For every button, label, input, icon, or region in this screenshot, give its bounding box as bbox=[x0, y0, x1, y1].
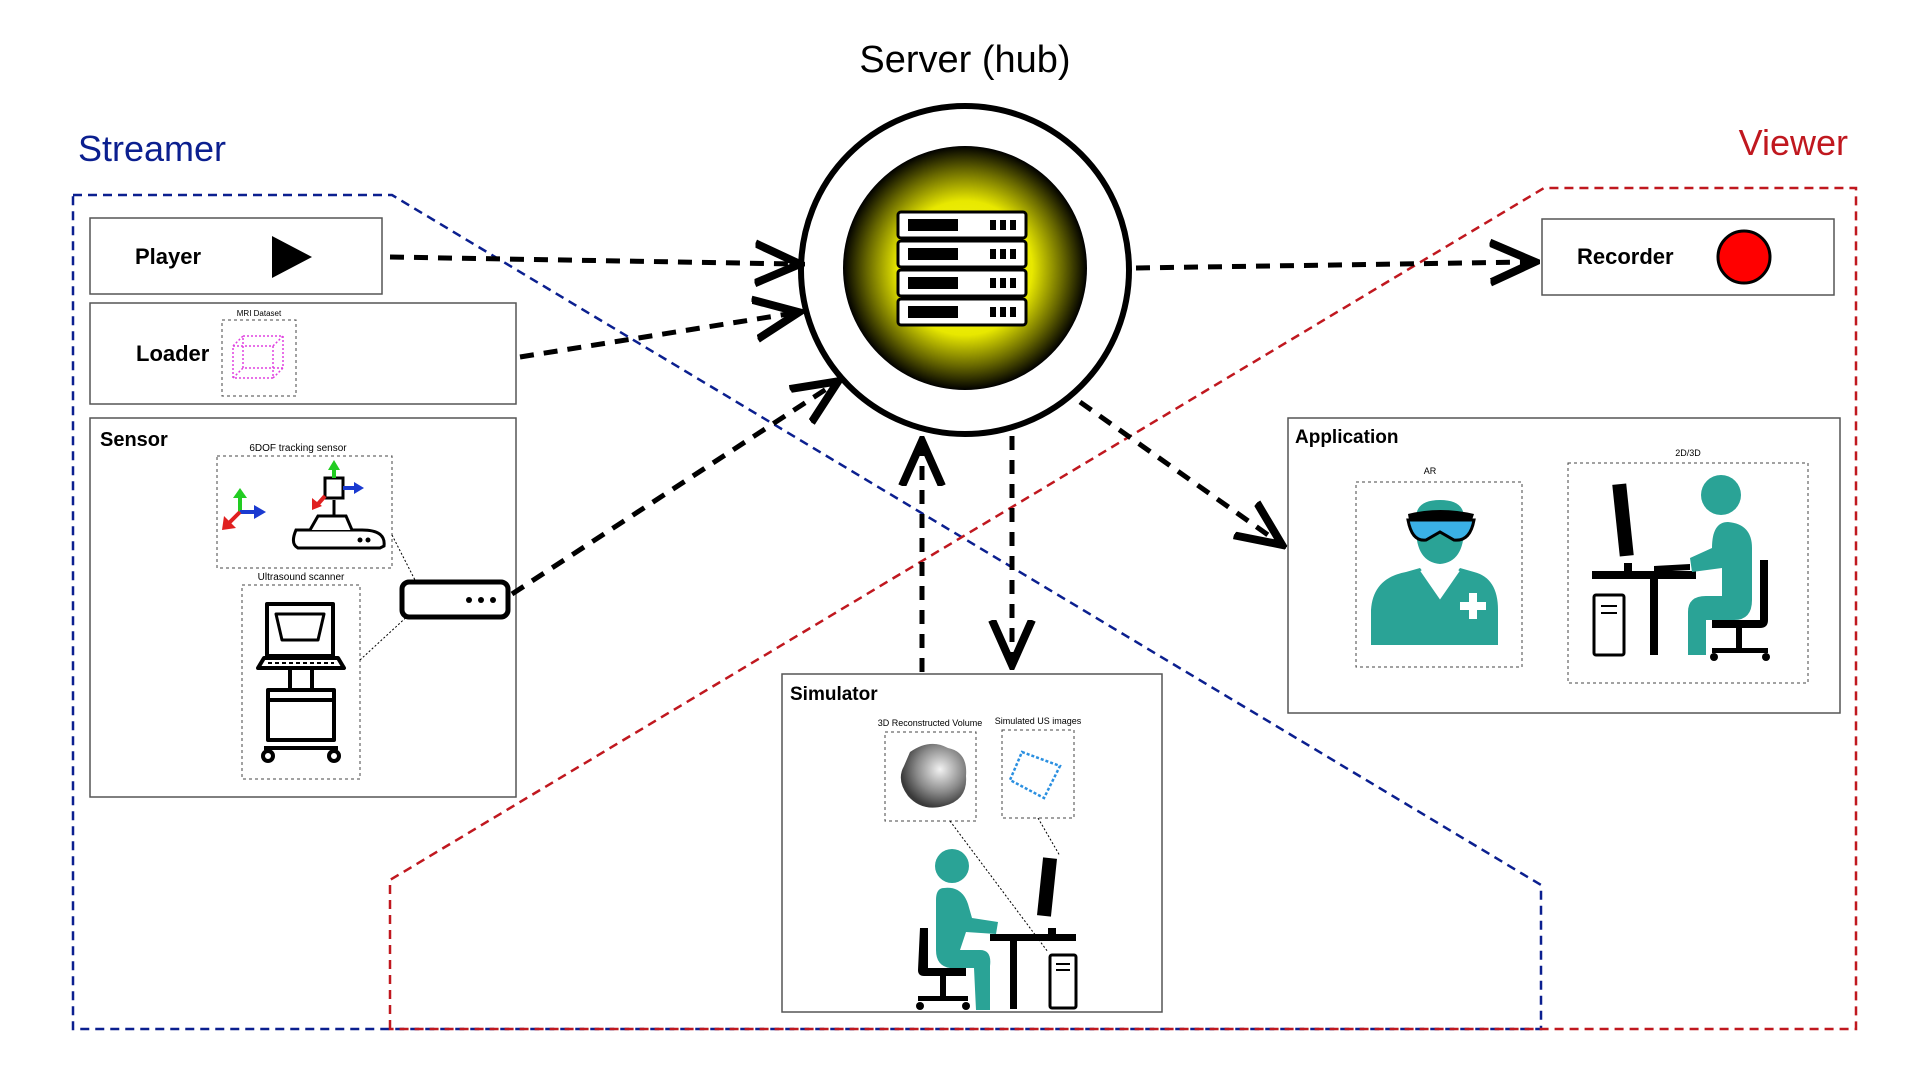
desk-label: 2D/3D bbox=[1675, 448, 1701, 458]
arrow-server-to-application bbox=[1078, 399, 1278, 542]
simulator-node: Simulator 3D Reconstructed Volume Simula… bbox=[781, 673, 1163, 1013]
tracking-device-icon bbox=[291, 460, 386, 550]
ar-label: AR bbox=[1424, 466, 1437, 476]
sensor-label: Sensor bbox=[100, 429, 168, 451]
mri-dataset-label: MRI Dataset bbox=[237, 309, 282, 318]
record-icon bbox=[1716, 229, 1772, 285]
arrow-loader-to-server bbox=[519, 313, 794, 360]
hub-device-icon bbox=[399, 579, 511, 620]
axes-icon bbox=[222, 488, 266, 530]
ultrasound-scanner-icon bbox=[256, 602, 346, 763]
us-images-label: Simulated US images bbox=[995, 716, 1082, 726]
loader-node: Loader MRI Dataset bbox=[89, 302, 517, 405]
sensor-node: Sensor 6DOF tracking sensor Ultrasound s… bbox=[89, 417, 517, 798]
streamer-label: Streamer bbox=[78, 128, 226, 169]
flow-arrows bbox=[389, 257, 1530, 672]
player-label: Player bbox=[135, 244, 201, 269]
mri-volume-icon bbox=[232, 335, 284, 379]
application-label: Application bbox=[1295, 427, 1398, 448]
simulator-label: Simulator bbox=[790, 684, 878, 705]
server-title: Server (hub) bbox=[859, 39, 1070, 81]
ultrasound-scanner-label: Ultrasound scanner bbox=[258, 572, 345, 583]
ar-user-icon bbox=[1371, 500, 1498, 645]
recorder-label: Recorder bbox=[1577, 244, 1674, 269]
reconstructed-volume-icon bbox=[900, 743, 967, 808]
arrow-sensor-to-server bbox=[510, 384, 834, 597]
play-icon bbox=[272, 236, 312, 278]
streamer-region bbox=[71, 193, 1543, 1031]
viewer-region bbox=[388, 186, 1858, 1031]
simulator-user-icon bbox=[916, 849, 1078, 1010]
viewer-label: Viewer bbox=[1739, 122, 1848, 163]
desktop-user-icon bbox=[1592, 475, 1770, 661]
loader-label: Loader bbox=[136, 341, 210, 366]
server-rack-icon bbox=[896, 210, 1028, 327]
application-node: Application AR 2D/3D bbox=[1287, 417, 1841, 714]
tracking-sensor-label: 6DOF tracking sensor bbox=[249, 443, 347, 454]
volume-label: 3D Reconstructed Volume bbox=[878, 718, 983, 728]
player-node: Player bbox=[89, 217, 383, 295]
arrow-server-to-recorder bbox=[1135, 262, 1530, 268]
us-image-icon bbox=[1008, 750, 1062, 800]
arrow-player-to-server bbox=[389, 257, 795, 264]
recorder-node: Recorder bbox=[1541, 218, 1835, 296]
server-hub bbox=[798, 103, 1132, 437]
